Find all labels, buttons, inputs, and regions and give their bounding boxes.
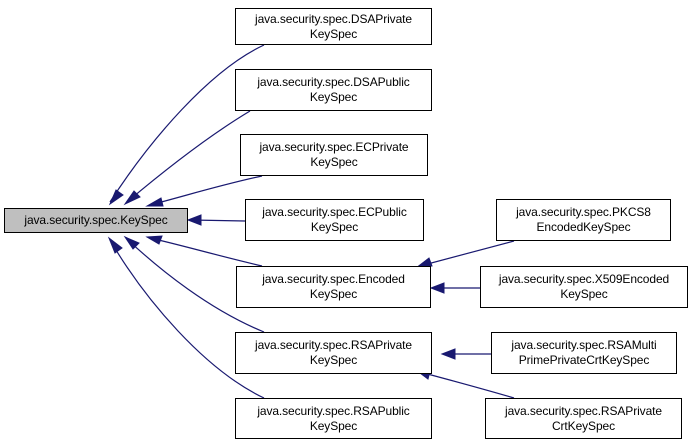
node-pkcs8-encoded-keyspec[interactable]: java.security.spec.PKCS8 EncodedKeySpec — [496, 199, 671, 241]
node-rsa-private-keyspec[interactable]: java.security.spec.RSAPrivate KeySpec — [235, 332, 432, 374]
edge-rsa-multi-to-rsa-private — [440, 348, 491, 360]
edge-dsa-private-to-keyspec — [108, 44, 265, 206]
node-rsa-public-keyspec[interactable]: java.security.spec.RSAPublic KeySpec — [235, 398, 432, 439]
node-dsa-private-keyspec[interactable]: java.security.spec.DSAPrivate KeySpec — [235, 8, 432, 45]
node-encoded-keyspec[interactable]: java.security.spec.Encoded KeySpec — [236, 266, 431, 308]
node-rsa-private-crt-keyspec[interactable]: java.security.spec.RSAPrivate CrtKeySpec — [485, 398, 682, 439]
edge-dsa-public-to-keyspec — [123, 110, 251, 206]
node-ec-private-keyspec[interactable]: java.security.spec.ECPrivate KeySpec — [240, 134, 428, 176]
node-ec-public-keyspec[interactable]: java.security.spec.ECPublic KeySpec — [245, 199, 424, 241]
node-rsa-multi-prime-private-crt-keyspec[interactable]: java.security.spec.RSAMulti PrimePrivate… — [491, 332, 677, 374]
node-keyspec[interactable]: java.security.spec.KeySpec — [4, 208, 188, 233]
edge-ec-public-to-keyspec — [186, 214, 246, 226]
edge-ec-private-to-keyspec — [145, 175, 263, 207]
edge-rsa-public-to-keyspec — [107, 236, 265, 399]
node-dsa-public-keyspec[interactable]: java.security.spec.DSAPublic KeySpec — [235, 69, 432, 111]
edge-rsa-private-crt-to-rsa-private — [414, 369, 515, 399]
edge-pkcs8-to-encoded — [414, 240, 515, 269]
edge-x509-to-encoded — [429, 282, 480, 294]
edge-rsa-private-to-keyspec — [123, 235, 265, 333]
edge-encoded-to-keyspec — [145, 235, 263, 267]
node-x509-encoded-keyspec[interactable]: java.security.spec.X509Encoded KeySpec — [480, 266, 688, 308]
